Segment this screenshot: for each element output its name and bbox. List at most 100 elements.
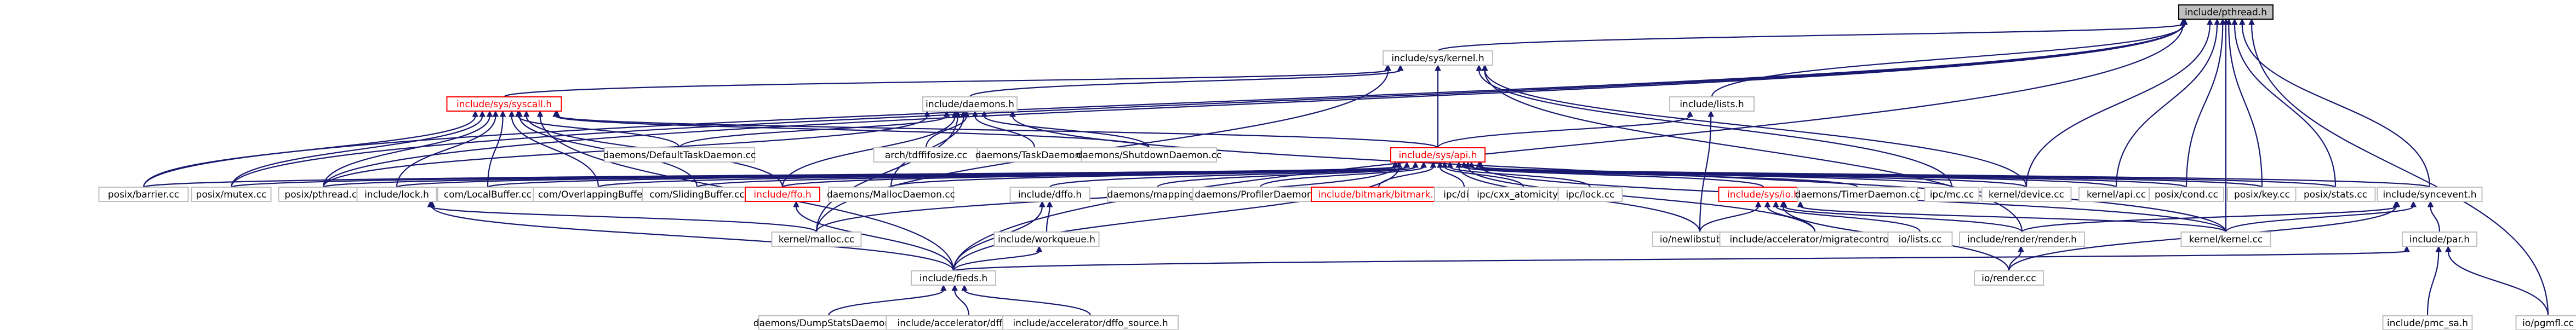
arrowhead-fieds_h-to-pthread_h (2180, 18, 2186, 25)
node-shutdown-daemon[interactable]: daemons/ShutdownDaemon.cc (1077, 147, 1222, 163)
node-io-pgmfl[interactable]: io/pgmfl.cc (2515, 315, 2576, 330)
node-ipc-lock[interactable]: ipc/lock.cc (1557, 187, 1623, 202)
node-label: daemons/TimerDaemon.cc (1795, 189, 1920, 200)
node-box (437, 187, 538, 202)
arrowhead-render_h-to-sys_kernel_h (1481, 64, 1488, 71)
node-arch-tdfifosize[interactable]: arch/tdffifosize.cc (873, 147, 979, 163)
arrowhead-sys_api_h-to-sys_kernel_h (1435, 64, 1441, 71)
node-pthread-h[interactable]: include/pthread.h (2178, 4, 2274, 20)
edge-posix_stats-to-pthread_h (2234, 24, 2337, 188)
node-workqueue-h[interactable]: include/workqueue.h (993, 231, 1100, 247)
node-box (828, 187, 954, 202)
node-ffo-h[interactable]: include/ffo.h (745, 187, 820, 202)
edge-default_task-to-sys_syscall_h (517, 115, 681, 148)
edge-shutdown_daemon-to-daemons_h (984, 115, 1150, 148)
node-com-local[interactable]: com/LocalBuffer.cc (437, 187, 538, 202)
node-box (1924, 187, 1980, 202)
node-dffo-source-h[interactable]: include/accelerator/dffo_source.h (1002, 315, 1179, 330)
arrowhead-lock_h-to-sys_syscall_h (492, 110, 499, 117)
node-box (1390, 147, 1486, 163)
node-par-h[interactable]: include/par.h (2402, 231, 2477, 247)
node-box (873, 147, 979, 163)
node-box (2149, 187, 2224, 202)
edge-syncevent_h-to-pthread_h (2241, 24, 2431, 188)
node-ipc-mc[interactable]: ipc/mc.cc (1924, 187, 1980, 202)
edge-migratecontrol_h-to-sys_io_h (1767, 206, 1816, 233)
node-timer-daemon[interactable]: daemons/TimerDaemon.cc (1795, 187, 1920, 202)
node-com-sliding[interactable]: com/SlidingBuffer.cc (642, 187, 752, 202)
node-default-task[interactable]: daemons/DefaultTaskDaemon.cc (603, 147, 756, 163)
node-dump-stats[interactable]: daemons/DumpStatsDaemon.cc (753, 315, 904, 330)
arrowhead-fieds_h-to-par_h (2403, 245, 2410, 252)
node-posix-stats[interactable]: posix/stats.cc (2295, 187, 2376, 202)
edge-ipc_cxx_atomicity-to-sys_api_h (1444, 166, 1524, 188)
node-label: include/par.h (2409, 234, 2470, 245)
node-bitmark-h[interactable]: include/bitmark/bitmark.h (1311, 187, 1447, 202)
node-kernel-device[interactable]: kernel/device.cc (1981, 187, 2072, 202)
node-lists-h[interactable]: include/lists.h (1669, 96, 1755, 112)
edge-timer_daemon-to-sys_api_h (1471, 166, 1859, 188)
arrowhead-com_local-to-sys_syscall_h (499, 110, 506, 117)
node-io-render[interactable]: io/render.cc (1974, 270, 2044, 286)
node-sys-kernel-h[interactable]: include/sys/kernel.h (1383, 50, 1493, 66)
node-posix-pthread[interactable]: posix/pthread.cc (278, 187, 369, 202)
node-box (1887, 231, 1953, 247)
node-box (642, 187, 752, 202)
arrowhead-ipc_lock-to-sys_api_h (1447, 161, 1454, 168)
dependency-edges (142, 18, 2549, 316)
node-malloc-daemon[interactable]: daemons/MallocDaemon.cc (827, 187, 955, 202)
arrowhead-com_overlapping-to-sys_syscall_h (508, 110, 515, 117)
edge-pmc_sa_h-to-par_h (2426, 251, 2440, 316)
node-dffo-h[interactable]: include/dffo.h (1009, 187, 1090, 202)
node-posix-barrier[interactable]: posix/barrier.cc (98, 187, 189, 202)
node-label: daemons/mapping.cc (1107, 189, 1208, 200)
arrowhead-io_render-to-sys_io_h (1780, 200, 1786, 207)
node-pmc-sa-h[interactable]: include/pmc_sa.h (2382, 315, 2473, 330)
node-label: include/workqueue.h (998, 234, 1095, 245)
node-box (1002, 315, 1179, 330)
arrowhead-fieds_h-to-sys_api_h (1396, 161, 1403, 168)
edge-kernel_malloc-to-sys_api_h (815, 166, 1396, 233)
arrowhead-migratecontrol_h-to-sys_io_h (1764, 200, 1771, 207)
node-profiler-daemon[interactable]: daemons/ProfilerDaemon.cc (1192, 187, 1328, 202)
node-kernel-api[interactable]: kernel/api.cc (2078, 187, 2154, 202)
node-io-lists[interactable]: io/lists.cc (1887, 231, 1953, 247)
node-sys-api-h[interactable]: include/sys/api.h (1390, 147, 1486, 163)
edge-ffo_h-to-daemons_h (781, 115, 956, 188)
node-kernel-malloc[interactable]: kernel/malloc.cc (771, 231, 862, 247)
node-syncevent-h[interactable]: include/syncevent.h (2377, 187, 2483, 202)
node-label: com/LocalBuffer.cc (444, 189, 532, 200)
node-box (922, 96, 1018, 112)
node-label: include/lists.h (1680, 99, 1744, 110)
node-render-h[interactable]: include/render/render.h (1959, 231, 2085, 247)
edge-kernel_api-to-pthread_h (2115, 24, 2218, 188)
edge-posix_barrier-to-sys_syscall_h (142, 115, 476, 188)
node-label: include/lock.h (364, 189, 429, 200)
edge-dffo_sink_h-to-fieds_h (954, 290, 970, 316)
node-mapping[interactable]: daemons/mapping.cc (1107, 187, 1208, 202)
node-box (2180, 231, 2271, 247)
node-fieds-h[interactable]: include/fieds.h (911, 270, 996, 286)
node-sys-syscall-h[interactable]: include/sys/syscall.h (446, 96, 562, 112)
node-daemons-h[interactable]: include/daemons.h (922, 96, 1018, 112)
arrowhead-kernel_malloc-to-sys_api_h (1392, 161, 1398, 168)
node-migratecontrol-h[interactable]: include/accelerator/migratecontrol.h (1719, 231, 1911, 247)
node-posix-mutex[interactable]: posix/mutex.cc (191, 187, 272, 202)
node-kernel-kernel[interactable]: kernel/kernel.cc (2180, 231, 2271, 247)
arrowhead-workqueue_h-to-dffo_h (1046, 200, 1053, 207)
edge-io_lists-to-sys_io_h (1775, 205, 1921, 233)
node-box (771, 231, 862, 247)
node-posix-key[interactable]: posix/key.cc (2227, 187, 2297, 202)
node-task-daemon[interactable]: daemons/TaskDaemon.cc (975, 147, 1094, 163)
node-label: include/accelerator/dffo_source.h (1013, 318, 1168, 329)
arrowhead-ipc_mc-to-sys_kernel_h (1476, 64, 1482, 71)
edge-dump_stats-to-fieds_h (827, 290, 944, 316)
node-label: include/sys/io.h (1727, 189, 1800, 200)
node-label: io/pgmfl.cc (2522, 318, 2574, 329)
node-label: include/pthread.h (2185, 7, 2267, 18)
arrowhead-daemons_h-to-sys_kernel_h (1397, 64, 1404, 71)
node-posix-cond[interactable]: posix/cond.cc (2149, 187, 2224, 202)
node-box (1669, 96, 1755, 112)
node-label: io/lists.cc (1899, 234, 1942, 245)
node-lock-h[interactable]: include/lock.h (356, 187, 437, 202)
